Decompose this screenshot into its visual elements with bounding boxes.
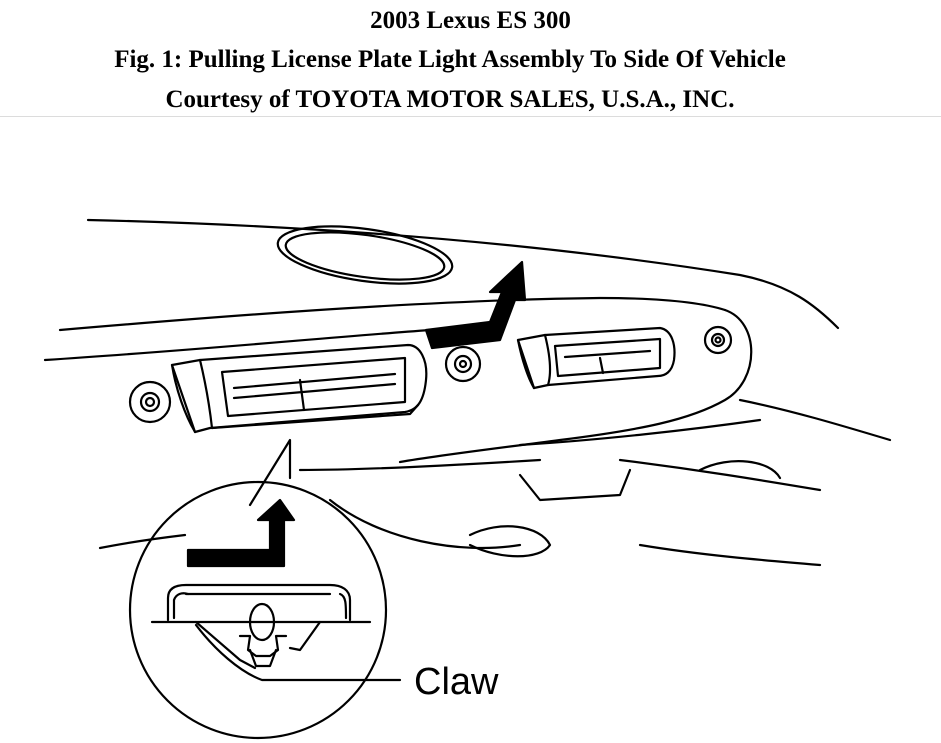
trunk-body-outline bbox=[43, 218, 892, 567]
pull-direction-arrow bbox=[424, 260, 527, 350]
license-light-left bbox=[170, 343, 428, 434]
claw-callout-leader bbox=[194, 623, 402, 682]
license-light-right bbox=[516, 326, 676, 390]
emblem-oval bbox=[276, 225, 454, 285]
claw-detail-circle bbox=[128, 480, 388, 740]
courtesy-line: Courtesy of TOYOTA MOTOR SALES, U.S.A., … bbox=[165, 86, 735, 113]
figure-header: 2003 Lexus ES 300 Fig. 1: Pulling Licens… bbox=[0, 0, 941, 116]
license-light-diagram bbox=[43, 218, 892, 740]
mounting-screws bbox=[128, 325, 733, 424]
figure-title: Fig. 1: Pulling License Plate Light Asse… bbox=[114, 46, 786, 73]
claw-label: Claw bbox=[414, 661, 499, 703]
vehicle-title: 2003 Lexus ES 300 bbox=[370, 7, 571, 34]
header-divider bbox=[0, 116, 941, 117]
detail-leader bbox=[248, 438, 292, 507]
